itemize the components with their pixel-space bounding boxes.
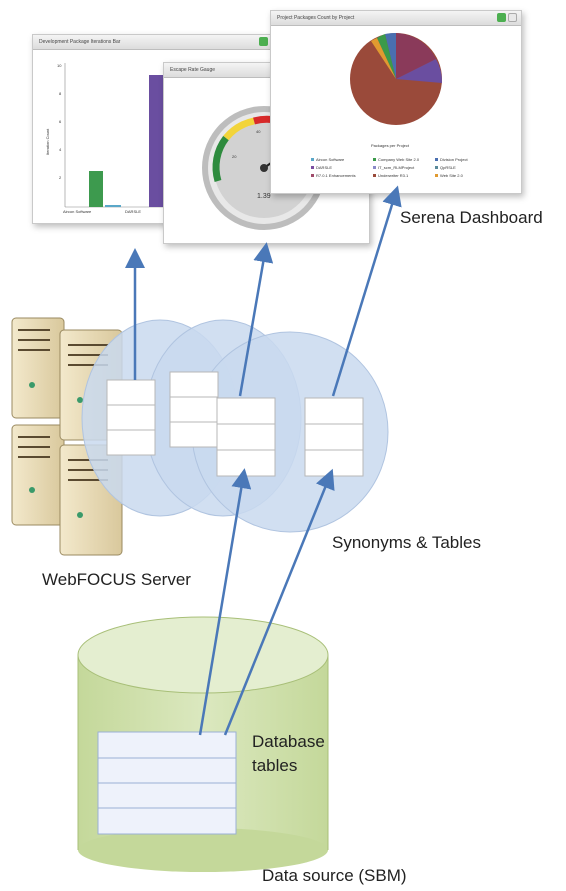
- legend-swatch: [435, 166, 438, 169]
- bar-chart: 10 8 6 4 2 Iteration Count Aircon Softwa…: [45, 63, 173, 214]
- bar-green: [89, 171, 103, 207]
- ytick-8: 8: [59, 91, 62, 96]
- pie-legend: Aircon Software Company Web Site 2.0 Divis…: [311, 157, 468, 178]
- pie-panel-title: Project Packages Count by Project: [271, 11, 521, 26]
- legend-swatch: [373, 158, 376, 161]
- gauge-panel-title-text: Escape Rate Gauge: [170, 67, 216, 73]
- webfocus-server-label: WebFOCUS Server: [42, 570, 191, 589]
- pie-subtitle: Packages per Project: [371, 143, 410, 148]
- gauge-tick-20: 20: [232, 154, 237, 159]
- database-table: [97, 731, 237, 835]
- bar-xlabel-1: DARSLE: [125, 209, 141, 214]
- pie-panel-title-text: Project Packages Count by Project: [277, 15, 355, 21]
- bar-xlabel-0: Aircon Software: [63, 209, 92, 214]
- refresh-icon[interactable]: [259, 37, 268, 46]
- ytick-6: 6: [59, 119, 62, 124]
- refresh-icon[interactable]: [497, 13, 506, 22]
- legend-swatch: [311, 174, 314, 177]
- export-icon[interactable]: [508, 13, 517, 22]
- synonym-tables: [106, 371, 364, 477]
- bar-purple: [149, 75, 163, 207]
- ytick-2: 2: [59, 175, 62, 180]
- legend-swatch: [435, 158, 438, 161]
- legend-label: Web Site 2.0: [440, 173, 464, 178]
- serena-dashboard-label: Serena Dashboard: [400, 208, 543, 227]
- flow-arrows: [125, 185, 402, 736]
- legend-label: IT_scm_RLMProject: [378, 165, 415, 170]
- legend-label: Company Web Site 2.0: [378, 157, 420, 162]
- server-icon: [11, 317, 123, 556]
- legend-swatch: [373, 174, 376, 177]
- gauge-tick-40: 40: [256, 129, 261, 134]
- gauge-value: 1.39: [257, 193, 271, 200]
- ytick-4: 4: [59, 147, 62, 152]
- legend-label: QpRSLE: [440, 165, 456, 170]
- legend-label: DARSLE: [316, 165, 332, 170]
- legend-label: Aircon Software: [316, 157, 345, 162]
- legend-swatch: [435, 174, 438, 177]
- synonyms-tables-label: Synonyms & Tables: [332, 533, 481, 552]
- legend-label: R7.0.1 Enhancements: [316, 173, 356, 178]
- database-tables-label-line1: Database: [252, 732, 325, 751]
- bar-panel-title-text: Development Package Iterations Bar: [39, 39, 121, 45]
- pie-chart-panel: Project Packages Count by Project Packag…: [270, 10, 522, 194]
- legend-swatch: [311, 158, 314, 161]
- legend-swatch: [311, 166, 314, 169]
- legend-swatch: [373, 166, 376, 169]
- database-tables-label-line2: tables: [252, 756, 298, 775]
- data-source-label: Data source (SBM): [262, 866, 407, 885]
- pie-chart: Packages per Project Aircon Software Comp…: [311, 32, 468, 178]
- bar-ylabel: Iteration Count: [45, 128, 50, 155]
- legend-label: Division Project: [440, 157, 468, 162]
- legend-label: Underwriter R3.1: [378, 173, 409, 178]
- synonym-bubbles: [81, 319, 389, 533]
- ytick-10: 10: [57, 63, 62, 68]
- bar-small: [105, 205, 121, 207]
